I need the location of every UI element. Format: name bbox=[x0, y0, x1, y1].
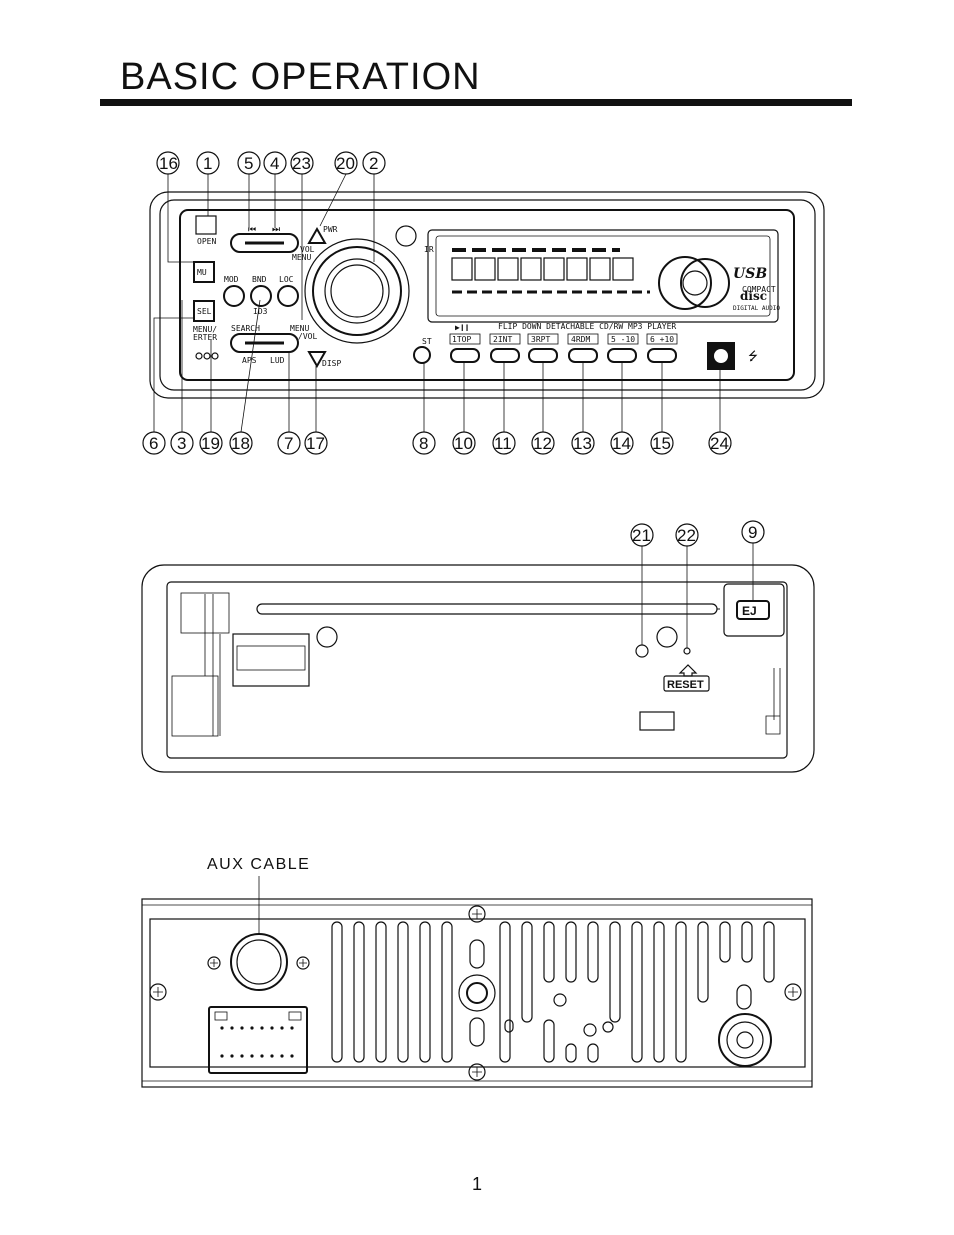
menu-bottom-label: MENU bbox=[290, 324, 309, 333]
callout-6: 6 bbox=[149, 434, 158, 453]
callout-16: 16 bbox=[159, 154, 178, 173]
chassis-front-diagram: EJ RESET 21 22 9 bbox=[141, 520, 815, 773]
callout-17: 17 bbox=[306, 434, 325, 453]
callout-23: 23 bbox=[292, 154, 311, 173]
enter-label: ERTER bbox=[193, 333, 217, 342]
vent-slots bbox=[331, 921, 775, 1063]
st-label: ST bbox=[422, 337, 432, 346]
disc-logo: disc bbox=[740, 289, 767, 303]
display-segments bbox=[451, 248, 730, 310]
search-buttons bbox=[230, 333, 299, 353]
compact-label: COMPACT bbox=[742, 285, 776, 294]
sel-label: SEL bbox=[197, 307, 212, 316]
menu-enter-label: MENU/ bbox=[193, 325, 217, 334]
callout-9: 9 bbox=[748, 523, 757, 542]
product-line-label: FLIP DOWN DETACHABLE CD/RW MP3 PLAYER bbox=[498, 322, 676, 331]
callout-8: 8 bbox=[419, 434, 428, 453]
callout-14: 14 bbox=[612, 434, 631, 453]
reset-label: RESET bbox=[667, 679, 704, 691]
title-rule bbox=[100, 99, 852, 106]
aps-label: APS bbox=[242, 356, 257, 365]
callout-19: 19 bbox=[201, 434, 220, 453]
rear-panel-diagram bbox=[141, 876, 813, 1088]
callout-7: 7 bbox=[284, 434, 293, 453]
pwr-label: PWR bbox=[323, 225, 338, 234]
next-icon: ⏭ bbox=[272, 225, 280, 235]
id3-label: ID3 bbox=[253, 307, 268, 316]
vol-bottom-label: /VOL bbox=[298, 332, 317, 341]
preset-5-label: 5 -10 bbox=[611, 335, 635, 344]
pwr-button bbox=[307, 226, 327, 244]
callout-10: 10 bbox=[454, 434, 473, 453]
eject-label: EJ bbox=[742, 604, 757, 618]
mu-label: MU bbox=[197, 268, 207, 277]
callout-22: 22 bbox=[677, 526, 696, 545]
callout-21: 21 bbox=[632, 526, 651, 545]
preset-3-label: 3RPT bbox=[531, 335, 550, 344]
front-panel-diagram: FLIP DOWN DETACHABLE CD/RW MP3 PLAYER ▶❙… bbox=[142, 151, 825, 455]
callout-12: 12 bbox=[533, 434, 552, 453]
callout-2: 2 bbox=[369, 154, 378, 173]
preset-2-label: 2INT bbox=[493, 335, 512, 344]
callout-1: 1 bbox=[203, 154, 212, 173]
preset-1-label: 1TOP bbox=[452, 335, 471, 344]
callout-11: 11 bbox=[494, 434, 512, 453]
lud-label: LUD bbox=[270, 356, 285, 365]
callout-4: 4 bbox=[270, 154, 279, 173]
callout-18: 18 bbox=[231, 434, 250, 453]
usb-symbol-icon: ⭍ bbox=[748, 349, 758, 363]
callout-20: 20 bbox=[336, 154, 355, 173]
usb-logo: USB bbox=[733, 266, 767, 282]
prev-icon: ⏮ bbox=[248, 225, 256, 235]
callout-5: 5 bbox=[244, 154, 253, 173]
preset-button-row: 1TOP 2INT 3RPT 4RDM 5 -10 6 +10 bbox=[449, 333, 678, 363]
play-pause-label: ▶❙❙ bbox=[455, 323, 469, 332]
page-title: BASIC OPERATION bbox=[120, 56, 481, 98]
callout-24: 24 bbox=[710, 434, 729, 453]
search-label: SEARCH bbox=[231, 324, 260, 333]
mod-label: MOD bbox=[224, 275, 239, 284]
digital-audio-label: DIGITAL AUDIO bbox=[733, 305, 780, 312]
ir-label: IR bbox=[424, 245, 434, 254]
callout-3: 3 bbox=[177, 434, 186, 453]
callout-15: 15 bbox=[652, 434, 671, 453]
bnd-label: BND bbox=[252, 275, 267, 284]
disp-button bbox=[307, 351, 327, 369]
track-buttons bbox=[230, 233, 299, 253]
callout-13: 13 bbox=[573, 434, 592, 453]
aux-cable-label: AUX CABLE bbox=[207, 856, 311, 873]
disp-label: DISP bbox=[322, 359, 341, 368]
page-number: 1 bbox=[472, 1174, 483, 1194]
loc-label: LOC bbox=[279, 275, 294, 284]
open-label: OPEN bbox=[197, 237, 216, 246]
preset-4-label: 4RDM bbox=[571, 335, 590, 344]
vol-top-label: VOL bbox=[300, 245, 315, 254]
preset-6-label: 6 +10 bbox=[650, 335, 674, 344]
